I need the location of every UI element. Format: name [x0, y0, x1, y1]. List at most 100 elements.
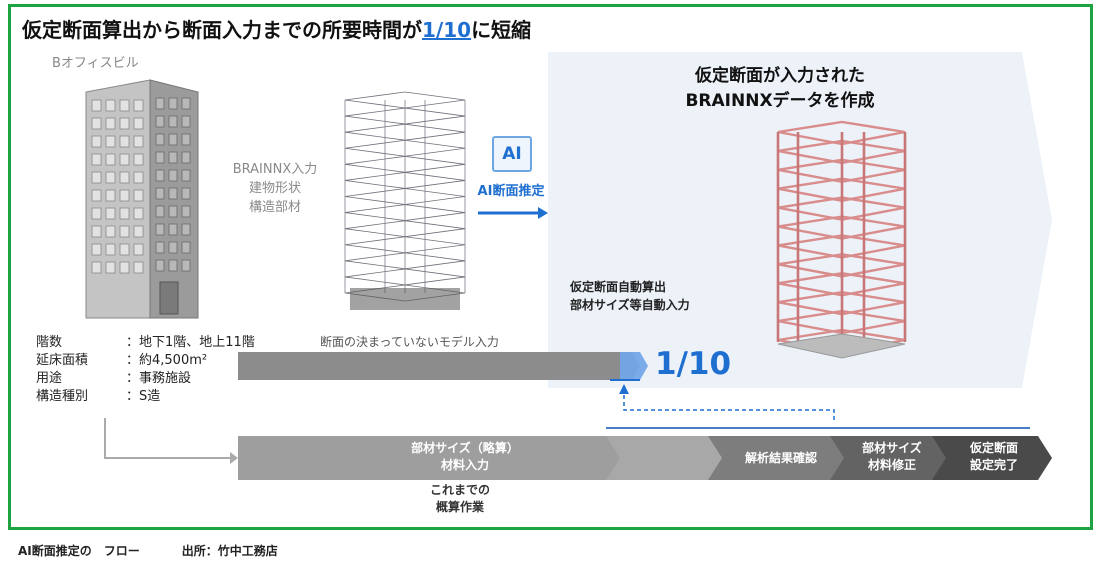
window [168, 205, 178, 218]
window [181, 133, 191, 146]
window [133, 135, 144, 148]
window [105, 135, 116, 148]
window [133, 189, 144, 202]
window [155, 151, 165, 164]
building-specs: 階数：地下1階、地上11階 延床面積：約4,500m² 用途：事務施設 構造種別… [36, 334, 255, 406]
window [119, 171, 130, 184]
window [133, 225, 144, 238]
window [181, 205, 191, 218]
window [168, 97, 178, 110]
window [155, 259, 165, 272]
window [168, 151, 178, 164]
window [119, 243, 130, 256]
window [119, 117, 130, 130]
auto-input-label: 仮定断面自動算出部材サイズ等自動入力 [570, 280, 690, 312]
window [91, 171, 102, 184]
window [105, 261, 116, 274]
window [181, 115, 191, 128]
step-chevron-4 [932, 436, 1052, 480]
window [155, 97, 165, 110]
window [181, 223, 191, 236]
window [133, 261, 144, 274]
spec-row: 構造種別：S造 [36, 389, 161, 404]
window [105, 99, 116, 112]
window [91, 225, 102, 238]
time-ratio: 1/10 [655, 346, 732, 382]
base-slab [777, 333, 906, 359]
window [168, 115, 178, 128]
spec-row: 延床面積：約4,500m² [36, 353, 208, 368]
figure-caption: AI断面推定の フロー出所：竹中工務店 [18, 544, 278, 558]
caption-source: 出所：竹中工務店 [181, 544, 278, 558]
new-flow-arrow-head [620, 352, 648, 380]
window [155, 187, 165, 200]
window [155, 115, 165, 128]
window [168, 133, 178, 146]
wireframe-model-illustration [344, 91, 466, 310]
window [133, 99, 144, 112]
ai-estimation-label: AI断面推定 [477, 184, 545, 199]
window [91, 117, 102, 130]
window [133, 171, 144, 184]
window [91, 207, 102, 220]
window [168, 223, 178, 236]
window [119, 225, 130, 238]
spec-row: 用途：事務施設 [36, 371, 192, 386]
result-panel [548, 52, 1052, 388]
title-highlight: 1/10 [422, 18, 472, 42]
window [119, 207, 130, 220]
window [119, 153, 130, 166]
window [91, 99, 102, 112]
step-chevron-blank [606, 436, 724, 480]
undecided-model-label: 断面の決まっていないモデル入力 [320, 335, 499, 349]
window [105, 207, 116, 220]
window [181, 187, 191, 200]
window [155, 169, 165, 182]
window [105, 153, 116, 166]
window [119, 189, 130, 202]
window [133, 207, 144, 220]
window [91, 135, 102, 148]
window [133, 153, 144, 166]
step-chevron-2 [708, 436, 846, 480]
spec-row: 階数：地下1階、地上11階 [36, 335, 255, 350]
office-building-illustration [85, 79, 199, 319]
window [91, 189, 102, 202]
steel-frame-model-illustration [776, 120, 907, 359]
window [181, 169, 191, 182]
window [91, 243, 102, 256]
window [168, 187, 178, 200]
window [181, 259, 191, 272]
window [181, 97, 191, 110]
step-label-3: 部材サイズ材料修正 [862, 441, 922, 472]
step-label-2: 解析結果確認 [744, 451, 817, 465]
ai-icon: AI [492, 136, 532, 172]
step-chevron-3 [830, 436, 948, 480]
window [168, 241, 178, 254]
window [91, 153, 102, 166]
building-name: Bオフィスビル [52, 56, 139, 71]
window [119, 261, 130, 274]
new-flow-bar [238, 352, 620, 380]
window [119, 99, 130, 112]
window [105, 117, 116, 130]
window [105, 243, 116, 256]
window [105, 189, 116, 202]
window [181, 241, 191, 254]
step-label-1: 部材サイズ（略算）材料入力 [411, 441, 519, 472]
brainnx-input-label: BRAINNX入力建物形状構造部材 [232, 162, 318, 215]
page-title: 仮定断面算出から断面入力までの所要時間が1/10に短縮 [22, 18, 532, 42]
step-chevron-1 [238, 436, 626, 480]
window [91, 261, 102, 274]
figure-frame [8, 4, 1093, 530]
window [155, 205, 165, 218]
step-label-4: 仮定断面設定完了 [969, 441, 1018, 472]
window [105, 171, 116, 184]
window [155, 223, 165, 236]
window [168, 259, 178, 272]
window [105, 225, 116, 238]
window [119, 135, 130, 148]
window [168, 169, 178, 182]
